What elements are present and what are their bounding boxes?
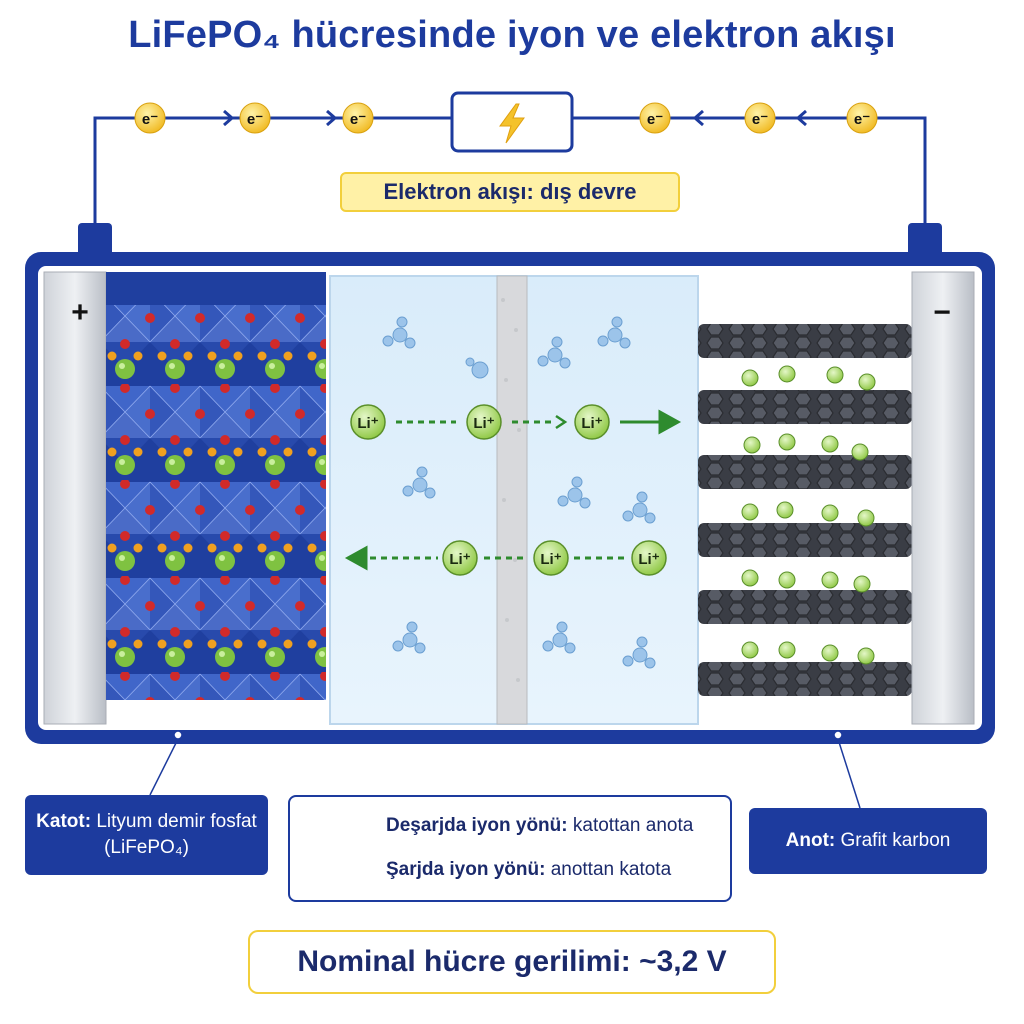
cathode-terminal: [78, 223, 112, 257]
anode-sign: −: [933, 296, 951, 329]
legend-charge-text: anottan katota: [545, 859, 672, 880]
lithium-ion: Li⁺: [466, 404, 502, 440]
cathode-crystal: [106, 305, 326, 700]
solvent-molecules: [382, 316, 656, 669]
svg-text:Li⁺: Li⁺: [638, 551, 659, 568]
svg-text:Li⁺: Li⁺: [581, 415, 602, 432]
anode-collector: [911, 271, 975, 725]
electron-arrows: [190, 109, 838, 127]
svg-text:e⁻: e⁻: [647, 111, 663, 128]
svg-text:e⁻: e⁻: [350, 111, 366, 128]
electron-particle: e⁻: [134, 102, 166, 134]
svg-text:e⁻: e⁻: [142, 111, 158, 128]
legend-discharge-text: katottan anota: [567, 815, 694, 836]
legend-discharge-bold: Deşarjda iyon yönü:: [386, 815, 568, 836]
svg-text:e⁻: e⁻: [247, 111, 263, 128]
electron-particle: e⁻: [342, 102, 374, 134]
anode-graphite: [698, 324, 912, 696]
anode-caption: Anot: Grafit karbon: [749, 808, 987, 874]
electron-particle: e⁻: [846, 102, 878, 134]
page-title: LiFePO₄ hücresinde iyon ve elektron akış…: [128, 14, 896, 56]
lightning-bolt-icon: [499, 103, 525, 144]
intercalated-lithium: [741, 365, 876, 665]
lithium-ion: Li⁺: [574, 404, 610, 440]
anode-terminal: [908, 223, 942, 257]
lithium-ions: Li⁺ Li⁺ Li⁺ Li⁺ Li⁺ Li⁺: [350, 404, 667, 576]
legend-charge-bold: Şarjda iyon yönü:: [386, 859, 546, 880]
lithium-ion: Li⁺: [350, 404, 386, 440]
cathode-collector: [43, 271, 107, 725]
cathode-sign: +: [71, 296, 89, 329]
circuit-wire: [572, 116, 927, 225]
svg-text:Li⁺: Li⁺: [449, 551, 470, 568]
legend-charge: Şarjda iyon yönü: anottan katota: [290, 853, 730, 883]
circuit-label: Elektron akışı: dış devre: [340, 172, 680, 212]
electron-particle: e⁻: [239, 102, 271, 134]
discharge-ion-path: [396, 409, 682, 435]
svg-text:e⁻: e⁻: [854, 111, 870, 128]
svg-text:Li⁺: Li⁺: [473, 415, 494, 432]
electron-particle: e⁻: [744, 102, 776, 134]
cathode-caption-bold: Katot:: [36, 811, 92, 832]
load-box: [450, 91, 574, 153]
svg-text:e⁻: e⁻: [752, 111, 768, 128]
anode-caption-bold: Anot:: [785, 830, 836, 851]
cathode-leader: [149, 730, 183, 796]
electron-particles: e⁻ e⁻ e⁻ e⁻ e⁻ e⁻: [134, 102, 878, 134]
voltage-label: Nominal hücre gerilimi: ~3,2 V: [248, 930, 776, 994]
legend-discharge: Deşarjda iyon yönü: katottan anota: [290, 809, 730, 839]
svg-text:Li⁺: Li⁺: [357, 415, 378, 432]
lithium-ion: Li⁺: [631, 540, 667, 576]
lithium-ion: Li⁺: [533, 540, 569, 576]
electron-particle: e⁻: [639, 102, 671, 134]
separator: [496, 275, 528, 725]
legend: Deşarjda iyon yönü: katottan anota Şarjd…: [288, 795, 732, 902]
cathode-caption: Katot: Lityum demir fosfat (LiFePO₄): [25, 795, 268, 875]
anode-caption-text: Grafit karbon: [835, 830, 951, 851]
lithium-ion: Li⁺: [442, 540, 478, 576]
cathode-caption-text: Lityum demir fosfat (LiFePO₄): [91, 811, 257, 858]
svg-text:Li⁺: Li⁺: [540, 551, 561, 568]
charge-ion-path: [344, 545, 626, 571]
anode-leader: [833, 730, 861, 809]
